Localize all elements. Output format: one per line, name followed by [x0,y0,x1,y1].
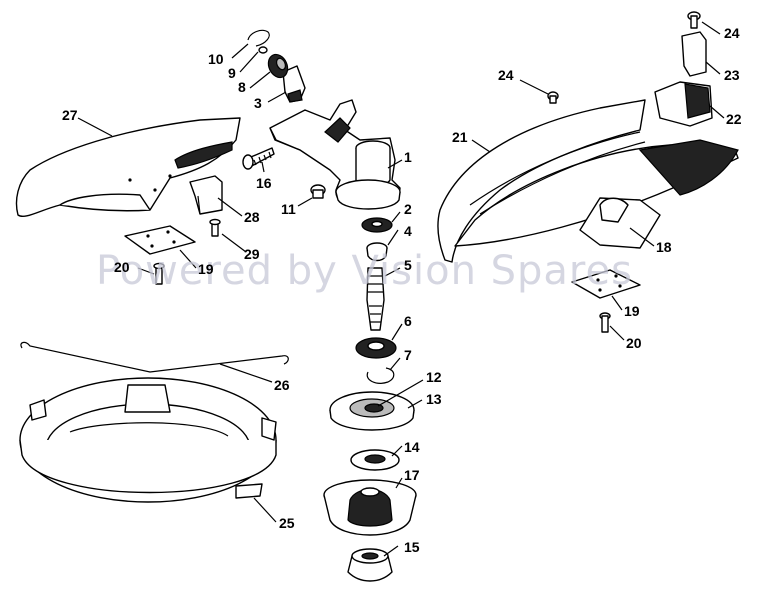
callout-18: 18 [656,239,672,255]
callout-3: 3 [254,95,262,111]
washer-14 [350,449,400,471]
thrust-plate-13 [329,391,415,431]
upper-deflector-guard [15,117,241,217]
callout-22: 22 [726,111,742,127]
callout-27: 27 [62,107,78,123]
callout-28: 28 [244,209,260,225]
screw-24-middle [547,91,559,104]
callout-20-right: 20 [626,335,642,351]
callout-2: 2 [404,201,412,217]
callout-25: 25 [279,515,295,531]
watermark-text: Powered by Vision Spares [96,248,633,294]
callout-16: 16 [256,175,272,191]
callout-29: 29 [244,246,260,262]
callout-7: 7 [404,347,412,363]
callout-4: 4 [404,223,412,239]
callout-14: 14 [404,439,420,455]
nut-15 [347,548,393,582]
clamp-plate-left [124,225,196,255]
screw-29 [209,218,221,237]
callout-20-left: 20 [114,259,130,275]
screw-11 [310,184,326,199]
washer-9 [258,46,268,54]
callout-5: 5 [404,257,412,273]
callout-24-top: 24 [724,25,740,41]
support-bracket-22 [654,81,713,127]
callout-17: 17 [404,467,420,483]
callout-8: 8 [238,79,246,95]
leader-lines [77,21,725,557]
callout-24-middle: 24 [498,67,514,83]
wire-spring-26 [20,341,289,373]
guard-bracket [189,175,223,215]
clamp-plate-right [571,269,641,299]
callout-12: 12 [426,369,442,385]
screw-24-top [687,11,701,29]
spline-shaft-5 [366,267,385,331]
ball-bearing-6 [355,337,397,359]
callout-15: 15 [404,539,420,555]
callout-13: 13 [426,391,442,407]
ball-bearing-2 [361,217,393,233]
gear-head-housing [269,99,401,210]
lower-guard-ring [19,377,277,503]
bevel-pinion [282,65,306,103]
brush-cutter-guard [437,99,739,263]
screw-16 [242,147,275,170]
support-bracket-23 [681,31,707,77]
callout-10: 10 [208,51,224,67]
sleeve-4 [366,242,388,262]
callout-1: 1 [404,149,412,165]
callout-19-left: 19 [198,261,214,277]
ball-bearing-8 [267,53,289,79]
callout-numbers: 1 2 3 4 5 6 7 8 9 10 11 12 13 14 15 16 1… [62,25,742,555]
mowing-head-cup-17 [323,479,417,536]
screw-20-left [153,262,165,285]
circlip-7 [366,367,395,384]
callout-26: 26 [274,377,290,393]
circlip-10 [247,29,270,47]
callout-6: 6 [404,313,412,329]
screw-20-right [599,312,611,333]
callout-19-right: 19 [624,303,640,319]
callout-23: 23 [724,67,740,83]
callout-21: 21 [452,129,468,145]
callout-11: 11 [281,201,296,217]
callout-9: 9 [228,65,236,81]
